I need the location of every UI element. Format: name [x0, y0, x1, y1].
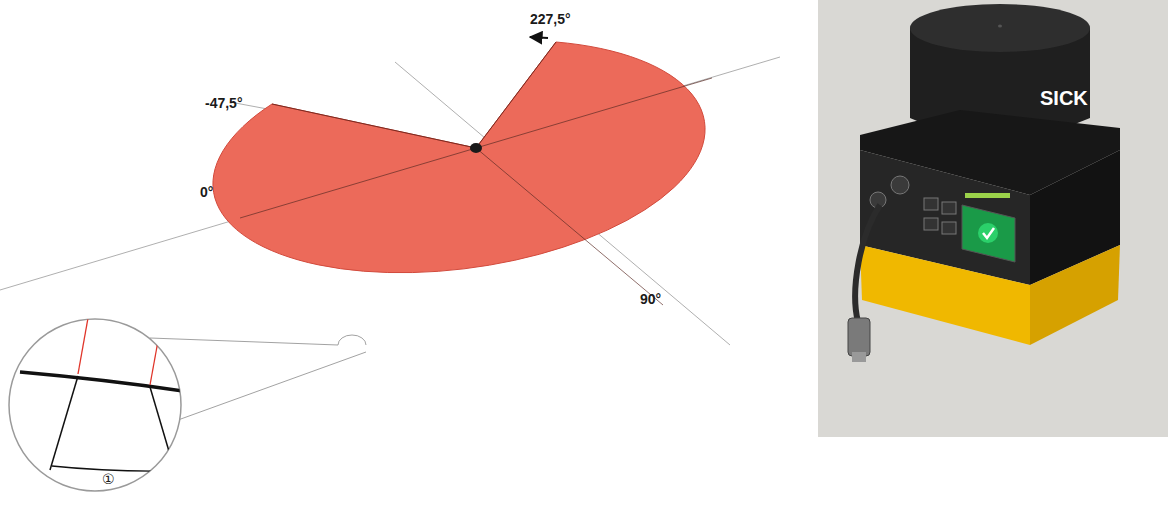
- drawing-line: [476, 78, 712, 148]
- drawing-rect: [942, 202, 956, 214]
- drawing-circle: [891, 176, 909, 194]
- drawing-rect: [924, 218, 938, 230]
- callout-number: ①: [102, 472, 115, 486]
- drawing-line: [150, 338, 338, 345]
- angle-label: -47,5°: [205, 96, 243, 110]
- magnifier-circle: [9, 319, 181, 491]
- magnifier-detail: [20, 318, 190, 475]
- scanner-photo: [818, 0, 1168, 437]
- drawing-rect: [942, 222, 956, 234]
- drawing-rect: [848, 318, 870, 356]
- drawing-ellipse: [998, 25, 1002, 28]
- drawing-path: [338, 335, 366, 345]
- scanner-center: [470, 143, 482, 153]
- drawing-circle: [978, 223, 998, 243]
- drawing-path: [855, 205, 880, 322]
- angle-label: 227,5°: [530, 12, 571, 26]
- drawing-polygon: [962, 205, 1015, 262]
- drawing-path: [983, 228, 994, 238]
- drawing-polygon: [1030, 245, 1120, 345]
- drawing-rect: [852, 352, 866, 362]
- scan-field: [213, 42, 705, 273]
- drawing-polygon: [860, 245, 1030, 345]
- drawing-rect: [924, 198, 938, 210]
- drawing-path: [52, 466, 170, 471]
- angle-limit-line: [272, 104, 476, 148]
- drawing-rect: [818, 0, 1168, 437]
- magnifier-leader: [150, 335, 366, 420]
- drawing-path: [20, 372, 190, 392]
- drawing-line: [178, 352, 366, 420]
- angle-limit-line: [476, 42, 556, 148]
- drawing-rect: [965, 193, 1010, 198]
- drawing-line: [476, 148, 663, 305]
- drawing-line: [50, 376, 78, 470]
- brand-logo: SICK: [1040, 88, 1088, 108]
- direction-arrow: [530, 37, 548, 38]
- angle-label: 90°: [640, 292, 661, 306]
- drawing-line: [78, 318, 88, 374]
- drawing-line: [240, 148, 476, 218]
- drawing-line: [150, 330, 160, 385]
- angle-label: 0°: [200, 185, 213, 199]
- drawing-ellipse: [910, 4, 1090, 52]
- field-lines: [240, 78, 712, 305]
- drawing-line: [150, 387, 176, 475]
